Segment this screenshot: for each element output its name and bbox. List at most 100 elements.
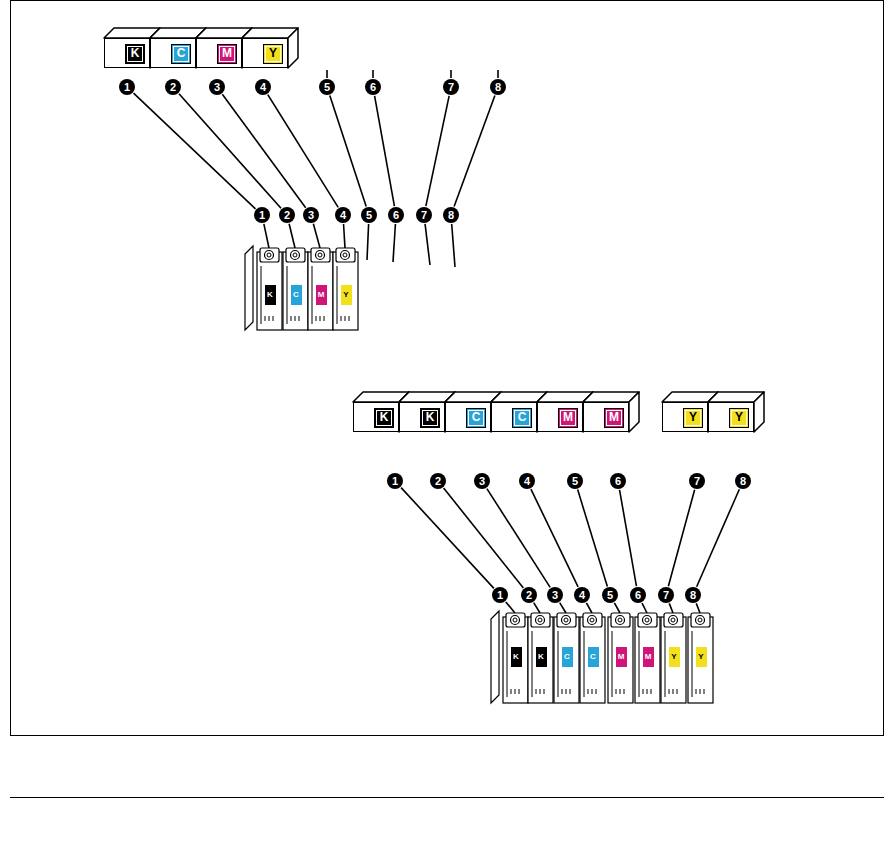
ink-port	[696, 616, 705, 625]
cartridge-rib	[596, 689, 597, 694]
ink-cartridge-box: Y	[708, 402, 754, 432]
ink-port	[267, 253, 271, 257]
cartridge-rib	[696, 689, 697, 694]
cartridge-rib	[299, 316, 300, 321]
ink-port	[643, 616, 652, 625]
cartridge-rib	[316, 316, 317, 321]
colour-letter: Y	[263, 44, 283, 64]
cartridge-body	[554, 617, 579, 703]
callout-number: 2	[521, 587, 537, 603]
leader-line	[444, 488, 524, 588]
leader-line	[620, 490, 637, 586]
cartridge-rib	[566, 689, 567, 694]
cartridge-rib	[592, 689, 593, 694]
cartridge-label: M	[316, 285, 327, 305]
cartridge-cap	[286, 248, 305, 262]
cartridge-edge	[532, 631, 533, 697]
ink-port	[536, 616, 545, 625]
cartridge-rib	[620, 689, 621, 694]
ink-port	[291, 251, 300, 260]
leader-line	[289, 224, 295, 248]
ink-port	[616, 616, 625, 625]
callout-number: 6	[630, 587, 646, 603]
cartridge-rib	[624, 689, 625, 694]
cartridge-cap	[506, 613, 525, 627]
ink-port	[645, 618, 649, 622]
leader-line	[534, 603, 540, 613]
cartridge-edge	[337, 266, 338, 324]
callout-number: 6	[388, 207, 404, 223]
callout-number: 3	[547, 587, 563, 603]
cartridge-label: Y	[696, 647, 707, 667]
ink-port	[564, 618, 568, 622]
cartridge-label: C	[562, 647, 573, 667]
colour-letter: C	[466, 408, 486, 428]
box-side	[754, 392, 764, 432]
leader-line	[393, 224, 395, 262]
cartridge-rib	[704, 689, 705, 694]
cartridge-body	[688, 617, 713, 703]
callout-number: 5	[361, 207, 377, 223]
leader-line	[179, 94, 281, 209]
cartridge-cap	[557, 613, 576, 627]
cartridge-edge	[312, 266, 313, 324]
cartridge-label: C	[291, 285, 302, 305]
leader-line	[531, 489, 578, 587]
callout-number: 2	[165, 79, 181, 95]
leader-line	[668, 490, 694, 587]
ink-port	[671, 618, 675, 622]
cartridge-rib	[536, 689, 537, 694]
leader-line	[330, 96, 366, 207]
cartridge-back	[491, 611, 499, 703]
callout-number: 4	[335, 207, 351, 223]
cartridge-rib	[349, 316, 350, 321]
rule-line	[10, 797, 884, 798]
cartridge-label: M	[643, 647, 654, 667]
leader-line	[367, 224, 369, 260]
cartridge-cap	[691, 613, 710, 627]
callout-number: 5	[602, 587, 618, 603]
callout-number: 3	[303, 207, 319, 223]
cartridge-rib	[511, 689, 512, 694]
ink-cartridge-box: M	[196, 38, 242, 68]
callout-number: 4	[574, 587, 590, 603]
cartridge-body	[635, 617, 660, 703]
leader-line	[401, 488, 494, 589]
leader-line	[222, 94, 305, 207]
colour-letter: M	[217, 44, 237, 64]
cartridge-back	[245, 246, 253, 330]
leader-line	[586, 603, 592, 613]
cartridge-body	[257, 252, 282, 330]
leader-line	[452, 224, 455, 267]
leader-line	[614, 603, 620, 613]
ink-cartridge-box: K	[104, 38, 150, 68]
cartridge-rib	[616, 689, 617, 694]
callout-number: 5	[319, 79, 335, 95]
cartridge-body	[308, 252, 333, 330]
cartridge-rib	[295, 316, 296, 321]
colour-letter: M	[558, 408, 578, 428]
callout-number: 8	[735, 473, 751, 489]
leader-line	[560, 603, 566, 613]
cartridge-rib	[673, 689, 674, 694]
leader-lines	[134, 70, 740, 613]
leader-line	[264, 224, 269, 248]
box-side	[288, 28, 298, 68]
colour-letter: K	[125, 44, 145, 64]
leader-line	[426, 96, 449, 206]
leader-line	[372, 70, 374, 78]
leader-line	[450, 70, 452, 78]
cartridge-cap	[664, 613, 683, 627]
cartridge-rib	[341, 316, 342, 321]
ink-port	[513, 618, 517, 622]
ink-port	[590, 618, 594, 622]
cartridge-rib	[700, 689, 701, 694]
leader-line	[344, 224, 345, 248]
cartridge-edge	[692, 631, 693, 697]
cartridge-label: C	[588, 647, 599, 667]
leader-line	[487, 489, 550, 588]
cartridge-rib	[519, 689, 520, 694]
cartridge-cap	[260, 248, 279, 262]
cartridge-cap	[311, 248, 330, 262]
colour-letter: Y	[683, 408, 703, 428]
